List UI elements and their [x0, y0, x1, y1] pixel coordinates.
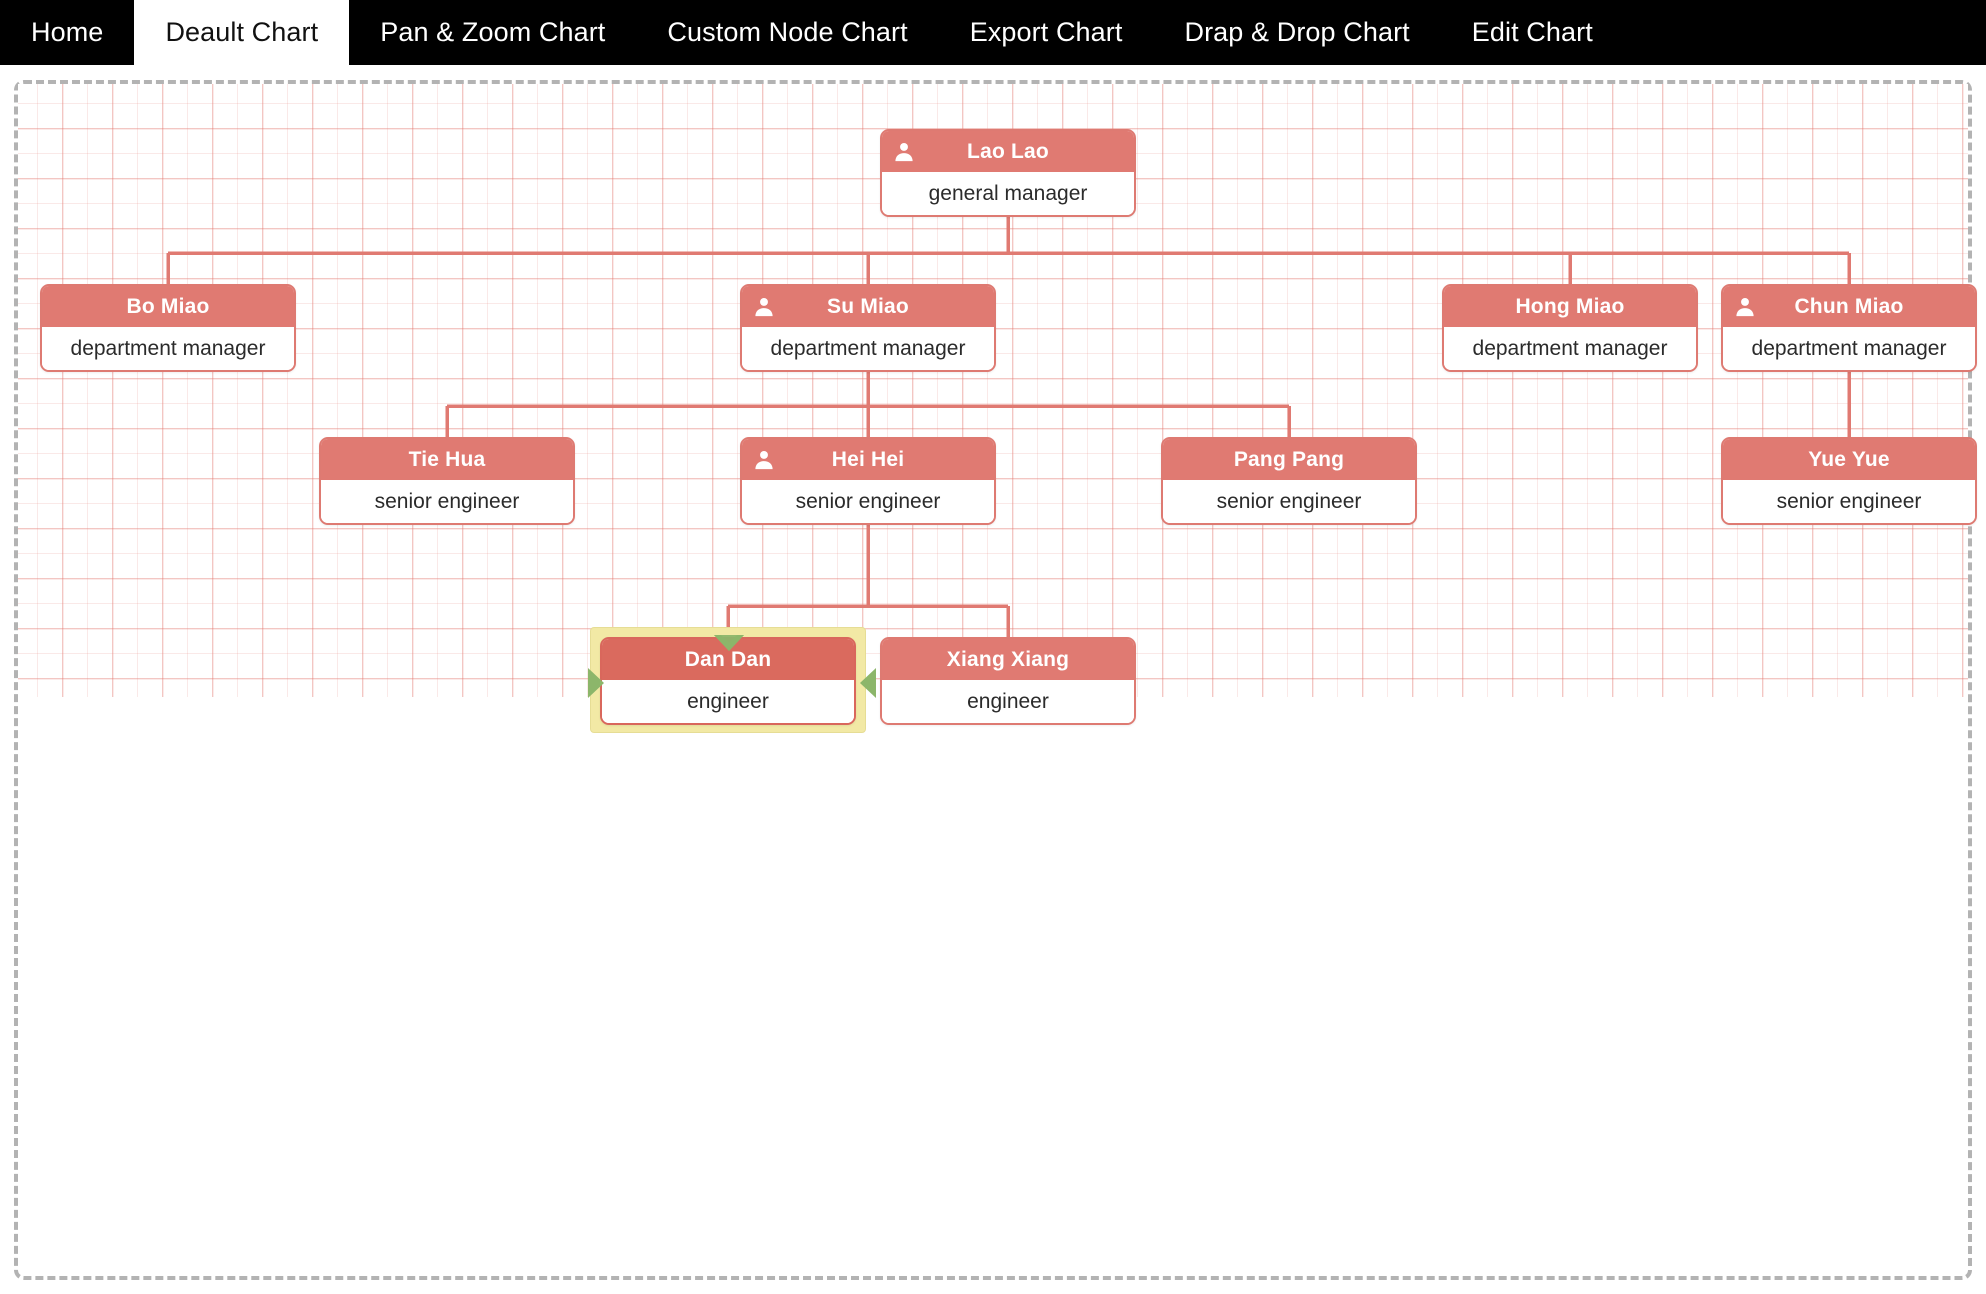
org-node-title: department manager — [1444, 327, 1696, 370]
org-node-name: Yue Yue — [1808, 447, 1890, 471]
org-node-yue-yue[interactable]: Yue Yue senior engineer — [1721, 437, 1977, 525]
org-node-su-miao[interactable]: Su Miao department manager — [740, 284, 996, 372]
org-node-bo-miao[interactable]: Bo Miao department manager — [40, 284, 296, 372]
tab-custom-node-chart[interactable]: Custom Node Chart — [667, 17, 908, 47]
chevron-right-icon — [588, 668, 604, 698]
org-node-name: Dan Dan — [684, 647, 772, 671]
org-chart: Lao Lao general manager Bo Miao departme… — [18, 84, 1977, 733]
org-node-name: Tie Hua — [408, 447, 486, 471]
org-node-header: Xiang Xiang — [882, 639, 1134, 680]
org-node-header: Bo Miao — [42, 286, 294, 327]
org-node-title: senior engineer — [1723, 480, 1975, 523]
org-node-title: senior engineer — [1163, 480, 1415, 523]
org-node-tie-hua[interactable]: Tie Hua senior engineer — [319, 437, 575, 525]
org-node-pang-pang[interactable]: Pang Pang senior engineer — [1161, 437, 1417, 525]
org-node-name: Su Miao — [827, 294, 909, 318]
org-node-chun-miao[interactable]: Chun Miao department manager — [1721, 284, 1977, 372]
org-node-header: Dan Dan — [602, 639, 854, 680]
org-node-name: Xiang Xiang — [946, 647, 1070, 671]
person-icon — [755, 297, 773, 316]
person-icon — [1736, 297, 1754, 316]
org-node-header: Su Miao — [742, 286, 994, 327]
org-node-header: Yue Yue — [1723, 439, 1975, 480]
top-navigation-bar: Home Deault Chart Pan & Zoom Chart Custom N… — [0, 0, 1986, 65]
org-node-name: Pang Pang — [1233, 447, 1345, 471]
org-node-hei-hei[interactable]: Hei Hei senior engineer — [740, 437, 996, 525]
chart-canvas-frame: Lao Lao general manager Bo Miao departme… — [14, 80, 1977, 1280]
org-node-name: Bo Miao — [126, 294, 210, 318]
tab-export-chart[interactable]: Export Chart — [969, 17, 1123, 47]
org-node-hong-miao[interactable]: Hong Miao department manager — [1442, 284, 1698, 372]
org-node-title: general manager — [882, 172, 1134, 215]
org-node-name: Hong Miao — [1515, 294, 1625, 318]
org-node-header: Hei Hei — [742, 439, 994, 480]
tab-drap-drop-chart[interactable]: Drap & Drop Chart — [1184, 17, 1410, 47]
org-node-title: department manager — [42, 327, 294, 370]
chevron-left-icon — [860, 668, 876, 698]
org-node-title: department manager — [742, 327, 994, 370]
tab-edit-chart[interactable]: Edit Chart — [1471, 17, 1593, 47]
org-node-header: Tie Hua — [321, 439, 573, 480]
org-node-name: Lao Lao — [967, 139, 1049, 163]
tab-pan-zoom-chart[interactable]: Pan & Zoom Chart — [380, 17, 606, 47]
person-icon — [755, 450, 773, 469]
org-node-header: Hong Miao — [1444, 286, 1696, 327]
org-node-title: senior engineer — [742, 480, 994, 523]
org-node-header: Lao Lao — [882, 131, 1134, 172]
person-icon — [895, 142, 913, 161]
org-node-title: senior engineer — [321, 480, 573, 523]
org-node-header: Pang Pang — [1163, 439, 1415, 480]
tab-home[interactable]: Home — [31, 17, 104, 47]
org-node-xiang-xiang[interactable]: Xiang Xiang engineer — [880, 637, 1136, 725]
org-node-title: engineer — [602, 680, 854, 723]
org-node-lao-lao[interactable]: Lao Lao general manager — [880, 129, 1136, 217]
org-node-name: Chun Miao — [1794, 294, 1904, 318]
org-node-name: Hei Hei — [831, 447, 905, 471]
chevron-down-icon — [714, 635, 744, 651]
tab-deault-chart[interactable]: Deault Chart — [134, 0, 350, 65]
org-node-title: engineer — [882, 680, 1134, 723]
connector-lines — [166, 213, 1851, 637]
org-node-header: Chun Miao — [1723, 286, 1975, 327]
org-node-dan-dan[interactable]: Dan Dan engineer — [600, 637, 856, 725]
org-node-title: department manager — [1723, 327, 1975, 370]
